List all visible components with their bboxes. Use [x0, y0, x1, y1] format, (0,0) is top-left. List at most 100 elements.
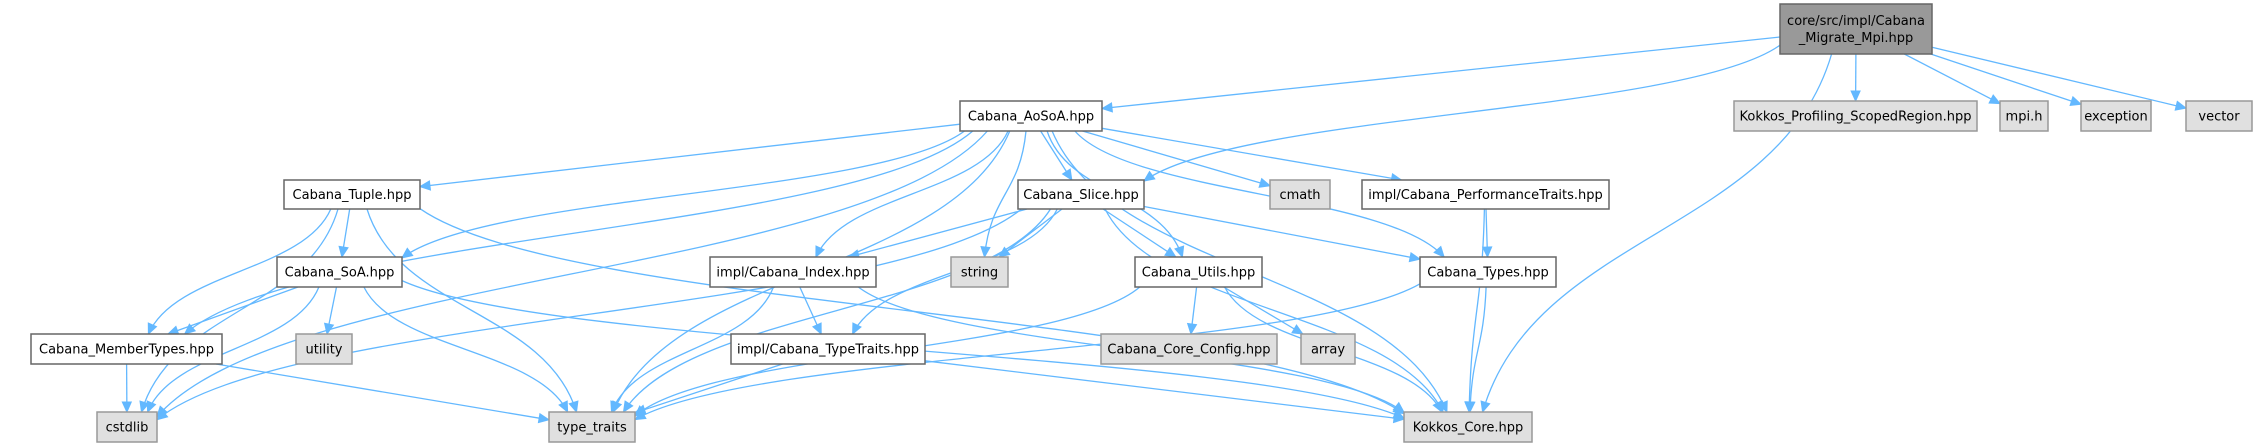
arrowhead-slice-to-type_traits	[622, 400, 634, 414]
node-box[interactable]	[709, 256, 877, 288]
arrowhead-index-to-type_traits	[610, 400, 621, 414]
edges-layer	[121, 36, 2188, 424]
arrowhead-membertypes-to-cstdlib	[121, 401, 133, 414]
node-box[interactable]	[1269, 179, 1331, 210]
node-tuple[interactable]: Cabana_Tuple.hpp	[283, 179, 421, 210]
arrowhead-soa-to-type_traits	[558, 400, 569, 414]
edge-perftraits-to-kokkoscore	[1468, 208, 1486, 413]
node-box[interactable]	[2185, 100, 2253, 132]
arrowhead-slice-to-typetraits_impl	[852, 322, 862, 336]
node-label: Cabana_Slice.hpp	[1023, 188, 1138, 203]
arrowhead-root-to-exception	[2069, 95, 2083, 106]
arrowhead-soa-to-cstdlib	[146, 400, 157, 414]
node-box[interactable]	[950, 256, 1009, 288]
node-box[interactable]	[1100, 333, 1278, 365]
node-label: cstdlib	[106, 421, 149, 436]
node-box[interactable]	[1419, 256, 1557, 288]
edge-aosoa-to-tuple	[419, 123, 961, 188]
arrowhead-aosoa-to-cmath	[1258, 177, 1272, 188]
node-box[interactable]	[30, 333, 223, 365]
node-label: impl/Cabana_Index.hpp	[716, 266, 869, 281]
node-utility[interactable]: utility	[295, 333, 353, 365]
arrowhead-aosoa-to-utils	[1174, 245, 1185, 259]
node-mpi[interactable]: mpi.h	[1999, 100, 2049, 132]
node-label: impl/Cabana_TypeTraits.hpp	[737, 343, 919, 358]
node-root[interactable]: core/src/impl/Cabana_Migrate_Mpi.hpp	[1779, 3, 1933, 55]
node-array[interactable]: array	[1300, 333, 1356, 365]
edge-aosoa-to-string	[983, 130, 1027, 258]
node-box[interactable]	[1403, 411, 1533, 443]
edge-membertypes-to-type_traits	[215, 363, 550, 421]
arrowhead-types-to-kokkoscore	[1465, 401, 1476, 414]
node-box[interactable]	[1134, 256, 1263, 288]
edge-root-to-slice	[1143, 44, 1781, 182]
node-box[interactable]	[1999, 100, 2049, 132]
node-box[interactable]	[295, 333, 353, 365]
node-label: string	[961, 266, 998, 281]
node-type_traits[interactable]: type_traits	[548, 411, 636, 443]
node-profiling[interactable]: Kokkos_Profiling_ScopedRegion.hpp	[1733, 100, 1978, 132]
node-label: vector	[2198, 110, 2240, 125]
arrowhead-membertypes-to-type_traits	[537, 412, 551, 424]
arrowhead-aosoa-to-slice	[1061, 168, 1073, 182]
node-box[interactable]	[548, 411, 636, 443]
node-box[interactable]	[1779, 3, 1933, 55]
node-utils[interactable]: Cabana_Utils.hpp	[1134, 256, 1263, 288]
node-label: Cabana_Tuple.hpp	[293, 188, 412, 203]
node-aosoa[interactable]: Cabana_AoSoA.hpp	[959, 100, 1103, 132]
edge-soa-to-cstdlib	[146, 286, 320, 413]
edge-aosoa-to-types	[1074, 130, 1445, 258]
node-cmath[interactable]: cmath	[1269, 179, 1331, 210]
arrowhead-aosoa-to-string	[980, 246, 991, 259]
node-box[interactable]	[730, 333, 926, 365]
node-cstdlib[interactable]: cstdlib	[96, 411, 158, 443]
arrowhead-slice-to-types	[1408, 251, 1422, 263]
arrowhead-soa-to-utility	[323, 322, 335, 336]
arrowhead-tuple-to-cstdlib	[139, 400, 150, 414]
arrowhead-index-to-typetraits_impl	[811, 322, 822, 336]
node-soa[interactable]: Cabana_SoA.hpp	[276, 256, 403, 288]
nodes-layer: core/src/impl/Cabana_Migrate_Mpi.hppCaba…	[30, 3, 2253, 443]
node-box[interactable]	[2080, 100, 2152, 132]
node-slice[interactable]: Cabana_Slice.hpp	[1017, 179, 1145, 210]
node-types[interactable]: Cabana_Types.hpp	[1419, 256, 1557, 288]
node-box[interactable]	[96, 411, 158, 443]
node-label: Cabana_MemberTypes.hpp	[39, 343, 214, 358]
node-string[interactable]: string	[950, 256, 1009, 288]
edge-aosoa-to-index	[815, 130, 1009, 258]
arrowhead-root-to-aosoa	[1100, 102, 1113, 113]
node-box[interactable]	[1361, 179, 1610, 210]
node-index[interactable]: impl/Cabana_Index.hpp	[709, 256, 877, 288]
node-label: Cabana_SoA.hpp	[285, 266, 395, 281]
node-box[interactable]	[1300, 333, 1356, 365]
arrowhead-index-to-kokkoscore	[1392, 401, 1405, 414]
node-coreconfig[interactable]: Cabana_Core_Config.hpp	[1100, 333, 1278, 365]
node-membertypes[interactable]: Cabana_MemberTypes.hpp	[30, 333, 223, 365]
arrowhead-root-to-mpi	[1988, 94, 2002, 105]
edge-index-to-type_traits	[610, 286, 775, 413]
edge-aosoa-to-membertypes	[184, 130, 974, 335]
arrowhead-perftraits-to-types	[1481, 246, 1493, 259]
node-box[interactable]	[276, 256, 403, 288]
node-kokkoscore[interactable]: Kokkos_Core.hpp	[1403, 411, 1533, 443]
node-label: Cabana_Types.hpp	[1427, 266, 1548, 281]
node-typetraits_impl[interactable]: impl/Cabana_TypeTraits.hpp	[730, 333, 926, 365]
edge-slice-to-types	[1143, 205, 1421, 260]
node-label: Kokkos_Profiling_ScopedRegion.hpp	[1740, 110, 1972, 125]
arrowhead-aosoa-to-types	[1433, 245, 1445, 258]
node-vector[interactable]: vector	[2185, 100, 2253, 132]
node-perftraits[interactable]: impl/Cabana_PerformanceTraits.hpp	[1361, 179, 1610, 210]
edge-root-to-mpi	[1904, 53, 2001, 105]
node-exception[interactable]: exception	[2080, 100, 2152, 132]
node-box[interactable]	[1017, 179, 1145, 210]
node-box[interactable]	[283, 179, 421, 210]
node-label: Cabana_Core_Config.hpp	[1107, 343, 1270, 358]
edge-typetraits_impl-to-type_traits	[634, 363, 783, 414]
edge-tuple-to-type_traits	[366, 208, 578, 413]
arrowhead-utils-to-kokkoscore	[1432, 400, 1443, 414]
arrowhead-typetraits_impl-to-kokkoscore	[1392, 412, 1406, 424]
node-label: cmath	[1279, 188, 1320, 203]
arrowhead-types-to-type_traits	[633, 409, 647, 421]
node-box[interactable]	[959, 100, 1103, 132]
node-box[interactable]	[1733, 100, 1978, 132]
